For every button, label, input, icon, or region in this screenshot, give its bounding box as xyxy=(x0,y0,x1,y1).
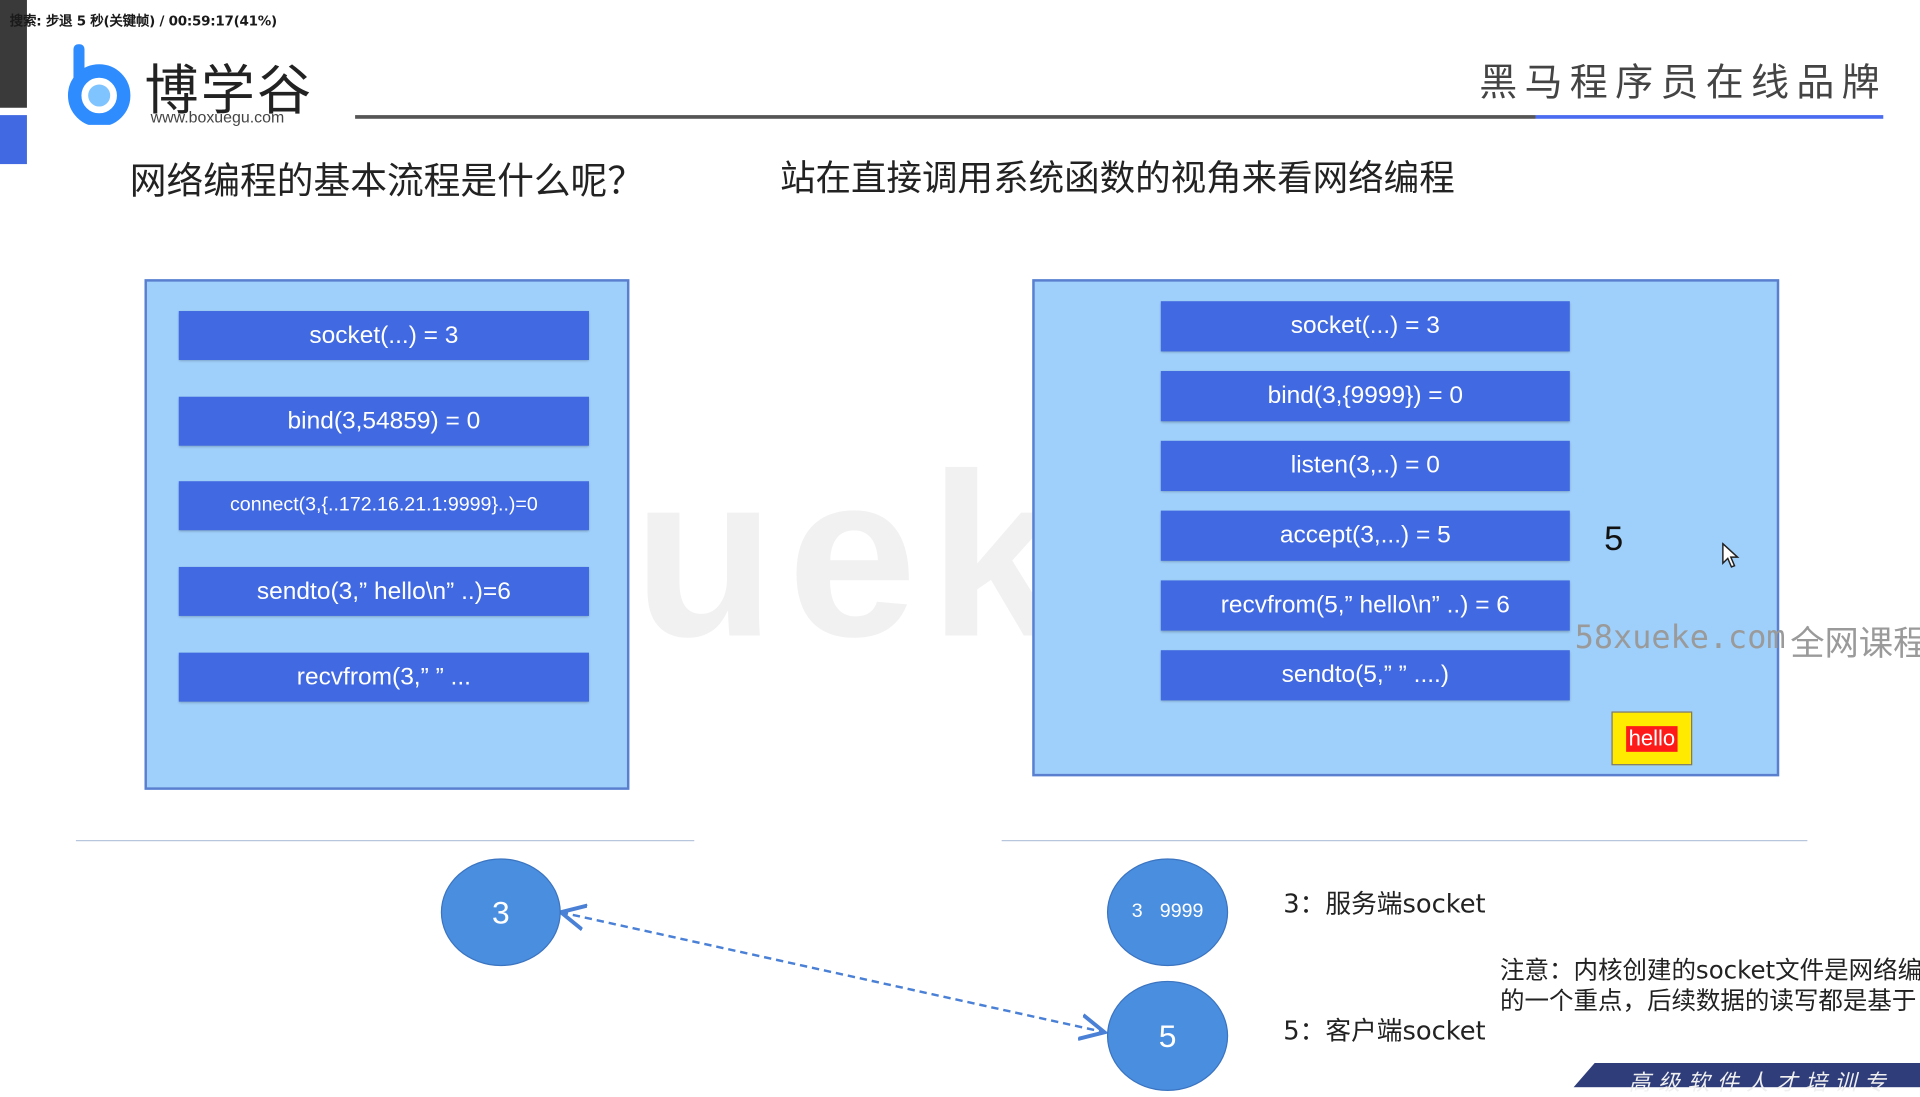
hello-data-text: hello xyxy=(1626,725,1678,752)
logo-text: 博学谷 xyxy=(144,60,314,123)
note-line-1: 注意：内核创建的socket文件是网络编 xyxy=(1500,955,1920,985)
legend-server-socket: 3：服务端socket xyxy=(1283,888,1486,919)
hello-data-badge: hello xyxy=(1611,711,1693,766)
server-socket-circle: 3 9999 xyxy=(1106,858,1229,967)
slide-subtitle: 站在直接调用系统函数的视角来看网络编程 xyxy=(780,156,1455,199)
watermark-url: 58xueke.com xyxy=(1574,619,1786,657)
server-socket-port: 9999 xyxy=(1159,901,1204,923)
server-socket-fd: 3 xyxy=(1131,901,1143,923)
client-call-bind: bind(3,54859) = 0 xyxy=(178,396,589,446)
connection-socket-fd: 5 xyxy=(1158,1016,1177,1054)
player-side-strip xyxy=(0,0,27,108)
server-call-listen: listen(3,..) = 0 xyxy=(1160,440,1570,492)
boxuegu-logo-icon xyxy=(67,44,131,125)
client-call-connect: connect(3,{..172.16.21.1:9999}..)=0 xyxy=(178,481,589,531)
note-text: 注意：内核创建的socket文件是网络编 的一个重点，后续数据的读写都是基于 xyxy=(1500,955,1920,1016)
header-divider xyxy=(355,115,1536,119)
server-call-accept: accept(3,...) = 5 xyxy=(1160,510,1570,561)
note-line-2: 的一个重点，后续数据的读写都是基于 xyxy=(1500,985,1917,1016)
server-call-bind: bind(3,{9999}) = 0 xyxy=(1160,371,1570,422)
slide-title: 网络编程的基本流程是什么呢？ xyxy=(129,160,645,204)
server-call-sendto: sendto(5,” ” ....) xyxy=(1160,650,1570,701)
legend-client-socket: 5：客户端socket xyxy=(1283,1016,1486,1046)
player-status-text: 搜索: 步退 5 秒(关键帧) / 00:59:17(41%) xyxy=(9,13,277,30)
client-socket-fd: 3 xyxy=(491,893,510,931)
watermark-caption: 全网课程 xyxy=(1790,623,1920,664)
header-divider-accent xyxy=(1535,115,1884,119)
accept-result-label: 5 xyxy=(1604,519,1624,558)
connection-socket-circle: 5 xyxy=(1106,980,1229,1092)
client-panel xyxy=(144,279,630,790)
client-call-socket: socket(...) = 3 xyxy=(178,311,589,361)
logo-url: www.boxuegu.com xyxy=(150,107,285,127)
brand-slogan: 黑马程序员在线品牌 xyxy=(1479,61,1887,106)
server-call-socket: socket(...) = 3 xyxy=(1160,301,1570,352)
server-call-recvfrom: recvfrom(5,” hello\n” ..) = 6 xyxy=(1160,580,1570,631)
left-divider xyxy=(75,840,695,842)
right-divider xyxy=(1001,840,1808,842)
client-call-recvfrom: recvfrom(3,” ” ... xyxy=(178,652,589,702)
bottom-banner-text: 高级软件人才培训专 xyxy=(1628,1070,1894,1096)
client-call-sendto: sendto(3,” hello\n” ..)=6 xyxy=(178,566,589,616)
player-side-marker xyxy=(0,115,27,165)
mouse-cursor-icon xyxy=(1722,542,1740,568)
client-socket-circle: 3 xyxy=(440,858,561,967)
